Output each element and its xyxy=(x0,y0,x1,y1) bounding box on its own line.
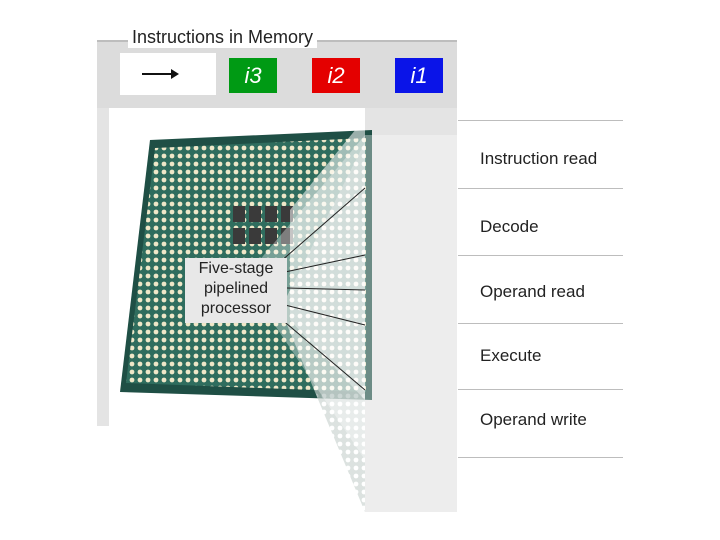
stage-divider xyxy=(458,323,623,324)
callout-frame xyxy=(97,100,457,512)
arrow-right-icon xyxy=(142,69,179,79)
processor-label: Five-stage pipelined processor xyxy=(185,258,287,323)
instruction-i1: i1 xyxy=(395,58,443,93)
stage-divider xyxy=(458,188,623,189)
processor-label-line: pipelined xyxy=(203,280,269,297)
stage-connectors xyxy=(279,187,366,391)
processor-label-line: Five-stage xyxy=(198,260,274,277)
stage-operand-write: Operand write xyxy=(480,410,587,429)
stage-divider xyxy=(458,255,623,256)
instruction-i3: i3 xyxy=(229,58,277,93)
stage-divider xyxy=(458,457,623,458)
memory-title: Instructions in Memory xyxy=(128,26,318,48)
stage-operand-read: Operand read xyxy=(480,282,585,301)
stage-instruction-read: Instruction read xyxy=(480,149,598,168)
stage-divider xyxy=(458,389,623,390)
stage-execute: Execute xyxy=(480,346,542,365)
processor-label-line: processor xyxy=(200,300,272,317)
instruction-i2: i2 xyxy=(312,58,360,93)
stage-decode: Decode xyxy=(480,217,539,236)
stage-divider xyxy=(458,120,623,121)
